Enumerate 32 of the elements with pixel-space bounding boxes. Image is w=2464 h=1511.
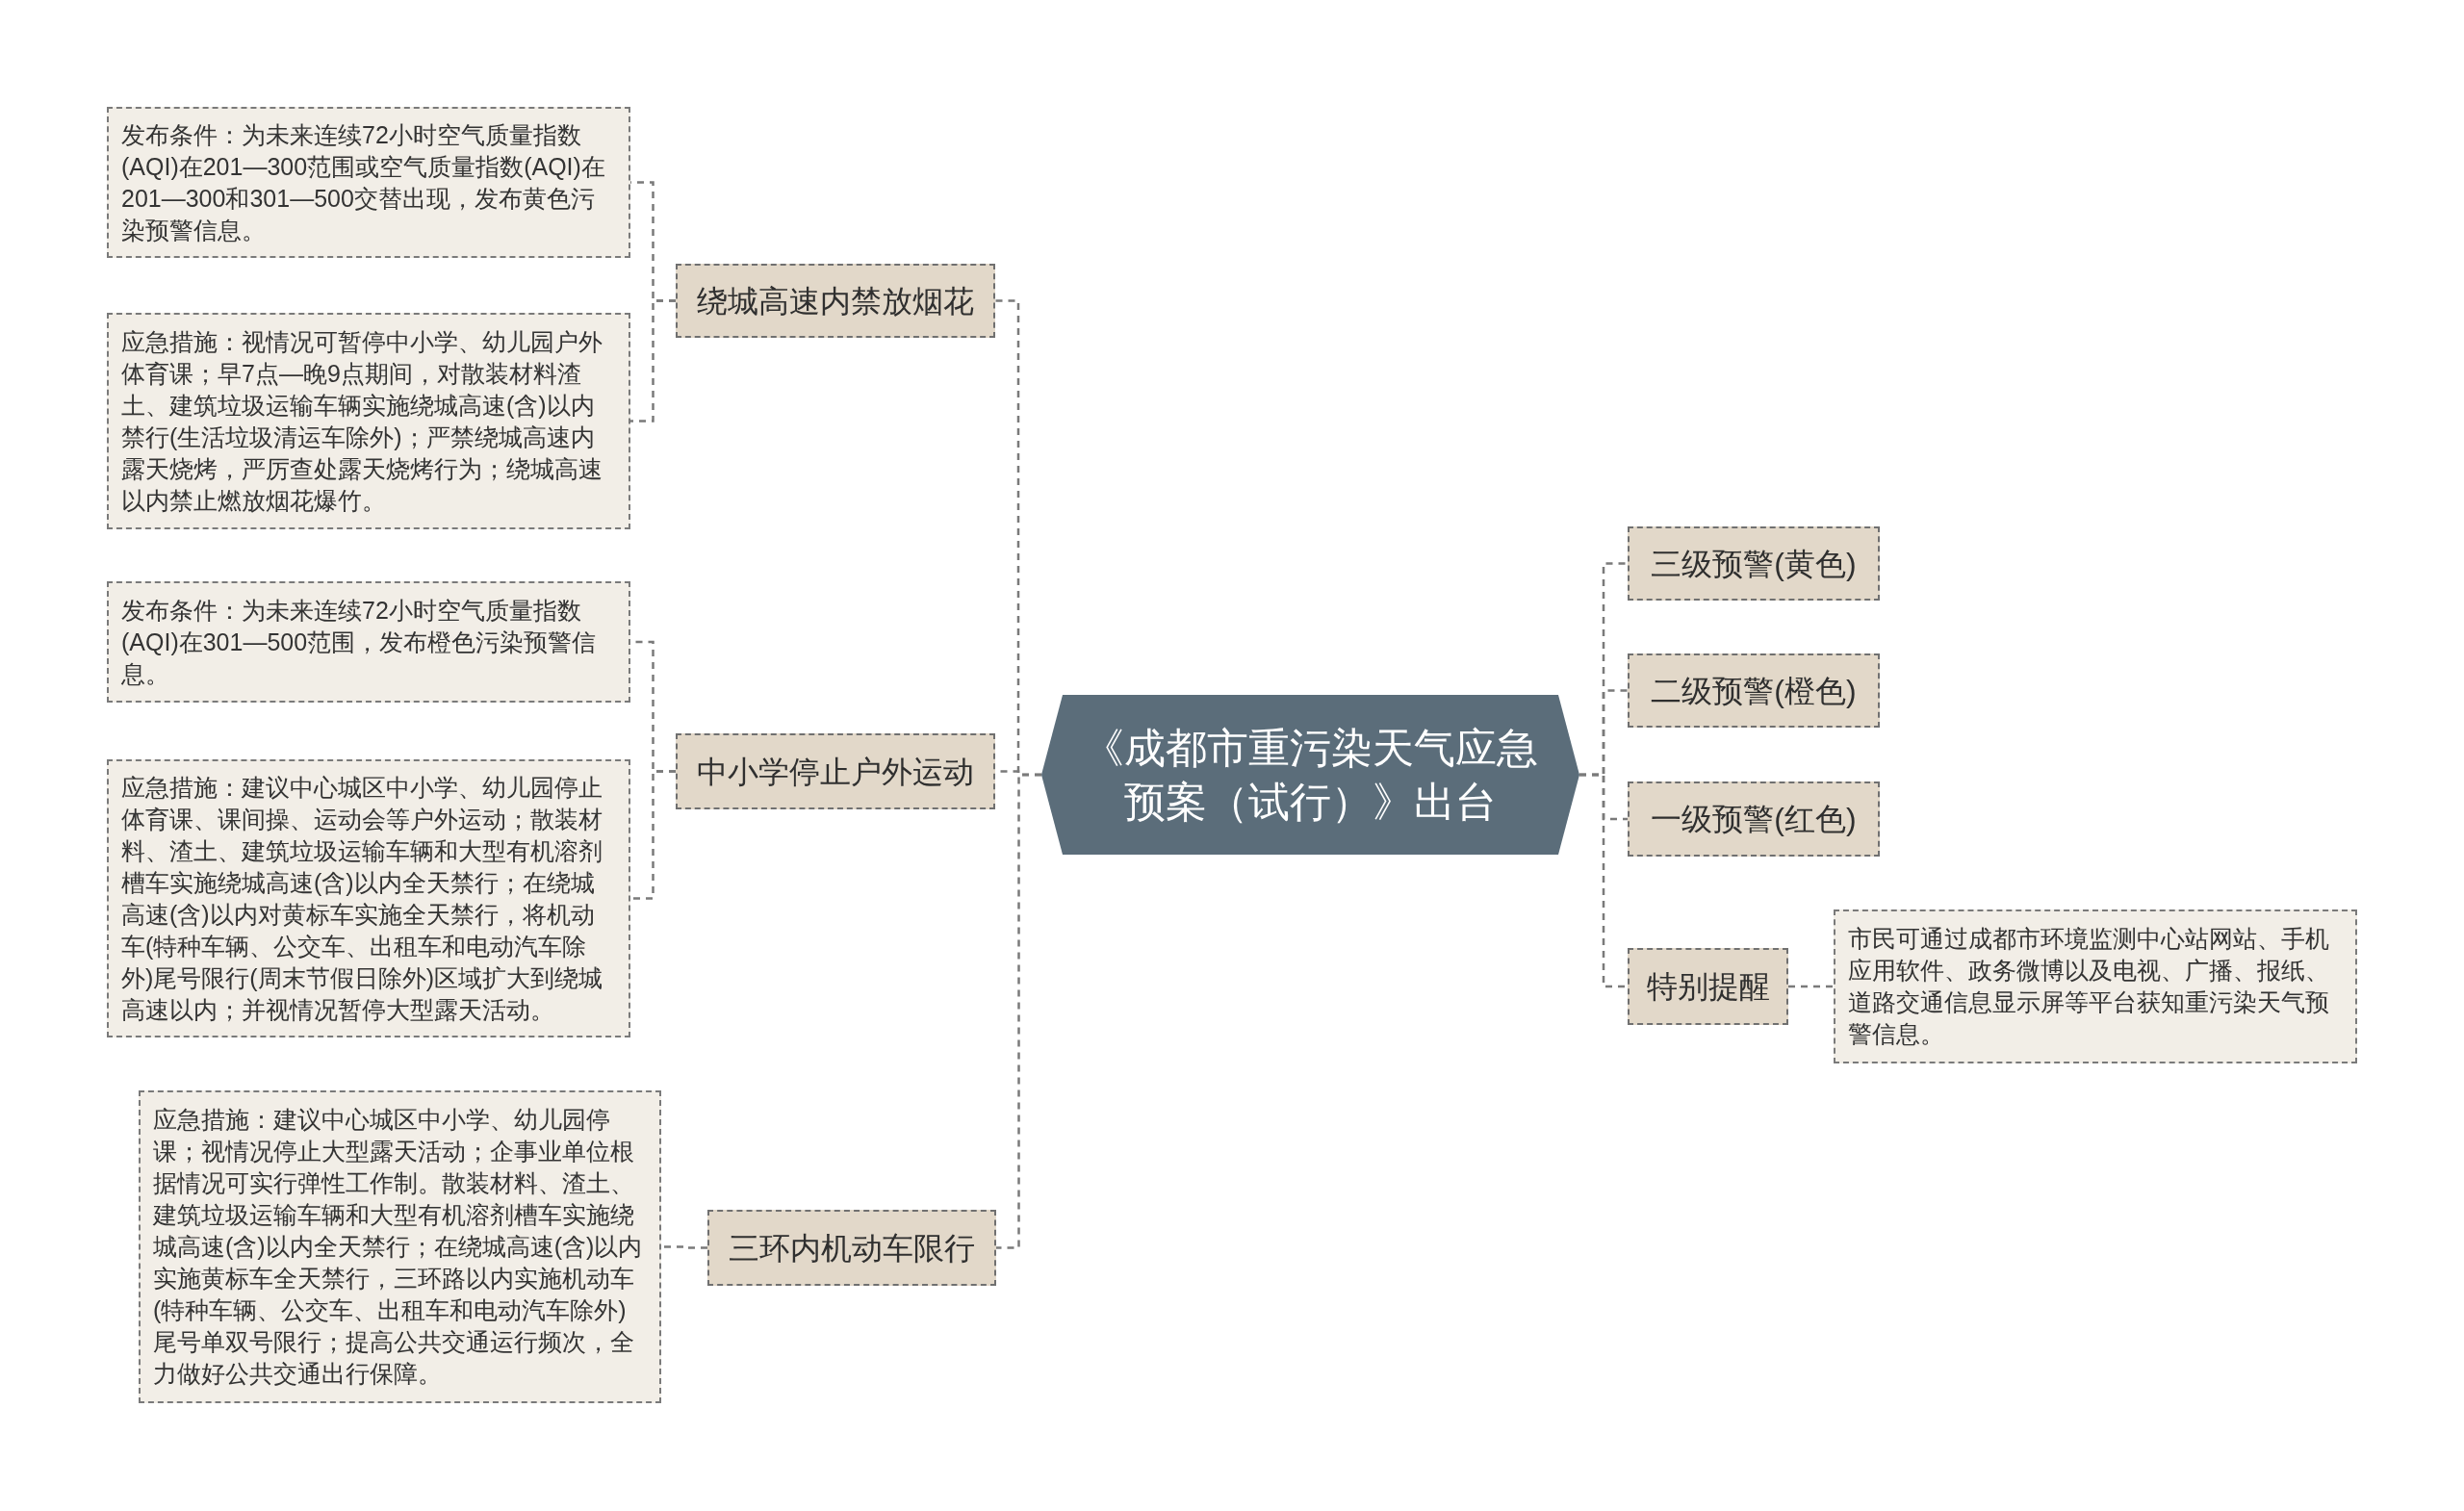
note-text: 市民可通过成都市环境监测中心站网站、手机应用软件、政务微博以及电视、广播、报纸、道路交通信息显示屏等平台获知重污染天气预警信息。 xyxy=(1848,924,2330,1049)
connector-line xyxy=(1788,985,1834,988)
topic-box xyxy=(1628,526,1880,601)
topic-box xyxy=(1628,781,1880,857)
connector-line xyxy=(996,773,1041,1249)
topic-label: 特别提醒 xyxy=(1646,968,1770,1006)
topic-label: 三环内机动车限行 xyxy=(729,1229,975,1268)
connector-line xyxy=(1579,773,1628,988)
connector-line xyxy=(661,1245,707,1249)
note-text: 发布条件：为未来连续72小时空气质量指数(AQI)在201—300范围或空气质量指数(AQI)在201—300和301—500交替出现，发布黄色污染预警信息。 xyxy=(121,119,606,245)
topic-label: 绕城高速内禁放烟花 xyxy=(697,282,974,320)
note-text: 应急措施：建议中心城区中小学、幼儿园停止体育课、课间操、运动会等户外运动；散装材料、渣土、建筑垃圾运输车辆和大型有机溶剂槽车实施绕城高速(含)以内全天禁行；在绕城高速(含)以内对黄标车实施全天禁行，将机动车(特种车辆、公交车、出租车和电动汽车除外)尾号限行(周末节假日除外)区域扩大到绕城高速以内；并视情况暂停大型露天活动。 xyxy=(121,772,603,1025)
connector-line xyxy=(630,770,676,900)
topic-label: 二级预警(橙色) xyxy=(1651,672,1857,710)
topic-label: 一级预警(红色) xyxy=(1651,801,1857,838)
topic-label: 中小学停止户外运动 xyxy=(697,753,974,791)
note-box xyxy=(107,107,630,258)
note-box xyxy=(1834,909,2357,1063)
note-box xyxy=(107,313,630,529)
topic-box xyxy=(707,1210,996,1286)
topic-box xyxy=(1628,653,1880,728)
central-topic-text: 《成都市重污染天气应急预案（试行）》出台 xyxy=(1082,724,1539,827)
note-text: 应急措施：建议中心城区中小学、幼儿园停课；视情况停止大型露天活动；企事业单位根据情况可实行弹性工作制。散装材料、渣土、建筑垃圾运输车辆和大型有机溶剂槽车实施绕城高速(含)以内全天禁行；在绕城高速(含)以内实施黄标车全天禁行，三环路以内实施机动车(特种车辆、公交车、出租车和电动汽车除外)尾号单双号限行；提高公共交通运行频次，全力做好公共交通出行保障。 xyxy=(153,1105,644,1389)
topic-box xyxy=(676,733,995,809)
note-text: 发布条件：为未来连续72小时空气质量指数(AQI)在301—500范围，发布橙色污染预警信息。 xyxy=(121,595,598,689)
note-text: 应急措施：视情况可暂停中小学、幼儿园户外体育课；早7点—晚9点期间，对散装材料渣土、建筑垃圾运输车辆实施绕城高速(含)以内禁行(生活垃圾清运车除外)；严禁绕城高速内露天烧烤，严厉查处露天烧烤行为；绕城高速以内禁止燃放烟花爆竹。 xyxy=(121,326,603,516)
connector-line xyxy=(630,299,676,423)
topic-label: 三级预警(黄色) xyxy=(1651,545,1857,583)
topic-box xyxy=(1628,948,1788,1025)
note-box xyxy=(107,581,630,703)
note-box xyxy=(107,759,630,1037)
topic-box xyxy=(676,264,995,338)
